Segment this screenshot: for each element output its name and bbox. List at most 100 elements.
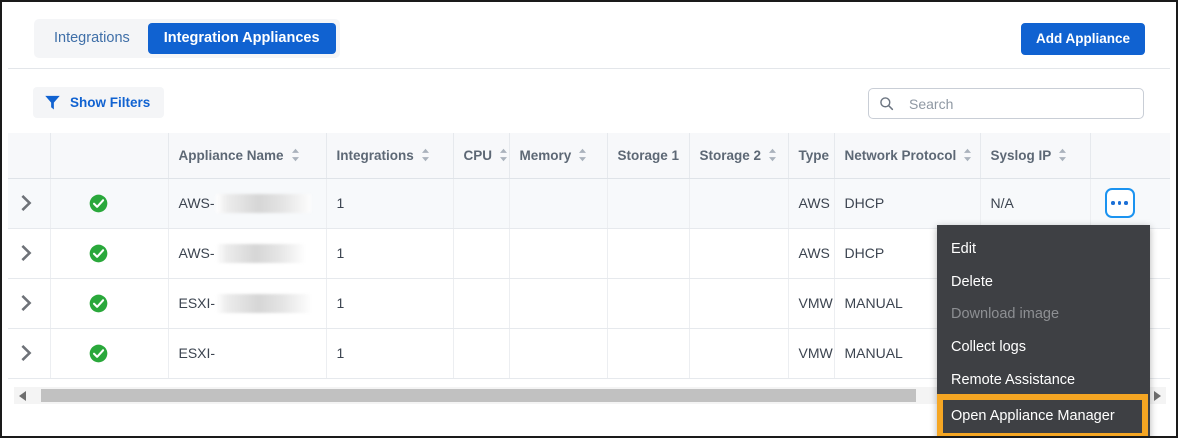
tab-integration-appliances[interactable]: Integration Appliances [147, 23, 336, 54]
chevron-right-icon[interactable] [20, 295, 35, 311]
appliance-name-text: ESXI- [178, 295, 216, 311]
column-label: CPU [463, 147, 493, 163]
context-menu-item[interactable]: Remote Assistance [951, 371, 1076, 388]
sort-icon[interactable] [1058, 148, 1067, 162]
column-header-appliance-name[interactable]: Appliance Name [168, 133, 327, 179]
column-label: Network Protocol [844, 147, 957, 163]
column-label: Integrations [336, 147, 414, 163]
tab-integrations[interactable]: Integrations [54, 30, 130, 46]
sort-icon[interactable] [291, 148, 300, 162]
cell-type: AWS [788, 228, 835, 279]
cell-appliance-name: AWS- [168, 178, 327, 229]
cell-cpu [453, 228, 510, 279]
filter-bar: Show Filters [8, 69, 1170, 133]
cell-type: VMW [788, 278, 835, 329]
check-circle-icon [89, 344, 107, 362]
sort-icon[interactable] [499, 148, 508, 162]
cell-storage-2 [689, 228, 789, 279]
column-label: Storage 1 [617, 147, 680, 163]
column-label: Appliance Name [178, 147, 284, 163]
appliance-name-text: AWS- [178, 195, 215, 211]
funnel-icon [44, 94, 61, 111]
cell-storage-2 [689, 278, 789, 329]
cell-storage-2 [689, 178, 789, 229]
column-header-expand [8, 133, 51, 179]
cell-appliance-name: ESXI- [168, 328, 327, 379]
column-label: Syslog IP [990, 147, 1052, 163]
show-filters-label: Show Filters [70, 94, 151, 110]
row-expand-cell[interactable] [8, 228, 51, 279]
triangle-left-icon[interactable] [14, 387, 31, 404]
sort-icon[interactable] [768, 148, 777, 162]
cell-integrations: 1 [326, 278, 454, 329]
cell-syslog-ip: N/A [980, 178, 1091, 229]
column-header-actions [1090, 133, 1170, 179]
chevron-right-icon[interactable] [20, 245, 35, 261]
cell-appliance-name: ESXI- [168, 278, 327, 329]
row-expand-cell[interactable] [8, 178, 51, 229]
redacted-name-block [215, 243, 304, 263]
cell-cpu [453, 278, 510, 329]
horizontal-scrollbar[interactable] [14, 387, 1166, 404]
redacted-name-block [216, 293, 311, 313]
column-header-storage-2[interactable]: Storage 2 [689, 133, 789, 179]
check-circle-icon [89, 194, 107, 212]
cell-storage-1 [607, 278, 690, 329]
appliance-name-text: ESXI- [178, 345, 216, 361]
tab-bar: Integrations Integration Appliances Add … [8, 6, 1170, 69]
column-header-syslog-ip[interactable]: Syslog IP [980, 133, 1091, 179]
cell-integrations: 1 [326, 328, 454, 379]
context-menu-item[interactable]: Open Appliance Manager [937, 394, 1148, 436]
integration-appliances-panel: Integrations Integration Appliances Add … [8, 6, 1170, 436]
search-input[interactable] [907, 94, 1121, 113]
column-label: Storage 2 [699, 147, 762, 163]
row-status-cell [50, 178, 169, 229]
add-appliance-button[interactable]: Add Appliance [1020, 23, 1145, 55]
column-header-network-protocol[interactable]: Network Protocol [834, 133, 981, 179]
cell-storage-1 [607, 228, 690, 279]
cell-type: AWS [788, 178, 835, 229]
cell-memory [509, 228, 608, 279]
scrollbar-track[interactable] [31, 387, 1149, 404]
row-status-cell [50, 328, 169, 379]
cell-integrations: 1 [326, 228, 454, 279]
column-header-integrations[interactable]: Integrations [326, 133, 454, 179]
chevron-right-icon[interactable] [20, 345, 35, 361]
sort-icon[interactable] [421, 148, 430, 162]
cell-appliance-name: AWS- [168, 228, 327, 279]
check-circle-icon [89, 244, 107, 262]
cell-cpu [453, 178, 510, 229]
context-menu-item[interactable]: Edit [951, 241, 976, 257]
check-circle-icon [89, 294, 107, 312]
column-header-cpu[interactable]: CPU [453, 133, 510, 179]
scrollbar-thumb[interactable] [41, 389, 916, 402]
appliance-name-text: AWS- [178, 245, 215, 261]
table-header-row: Appliance Name Integrations [8, 133, 1170, 179]
column-header-storage-1[interactable]: Storage 1 [607, 133, 690, 179]
show-filters-button[interactable]: Show Filters [33, 87, 165, 118]
cell-storage-2 [689, 328, 789, 379]
cell-memory [509, 328, 608, 379]
ellipsis-icon[interactable] [1104, 188, 1135, 218]
cell-network-protocol: DHCP [834, 178, 981, 229]
column-header-type[interactable]: Type [788, 133, 835, 179]
cell-storage-1 [607, 328, 690, 379]
row-status-cell [50, 278, 169, 329]
row-expand-cell[interactable] [8, 278, 51, 329]
cell-cpu [453, 328, 510, 379]
search-icon [869, 96, 894, 111]
sort-icon[interactable] [963, 148, 972, 162]
sort-icon[interactable] [578, 148, 587, 162]
chevron-right-icon[interactable] [20, 195, 35, 211]
triangle-right-icon[interactable] [1149, 387, 1166, 404]
row-expand-cell[interactable] [8, 328, 51, 379]
column-header-memory[interactable]: Memory [509, 133, 608, 179]
search-box[interactable] [868, 88, 1144, 119]
context-menu-item: Download image [951, 306, 1060, 323]
context-menu-item[interactable]: Delete [951, 273, 993, 290]
cell-memory [509, 278, 608, 329]
context-menu-item[interactable]: Collect logs [951, 339, 1026, 356]
